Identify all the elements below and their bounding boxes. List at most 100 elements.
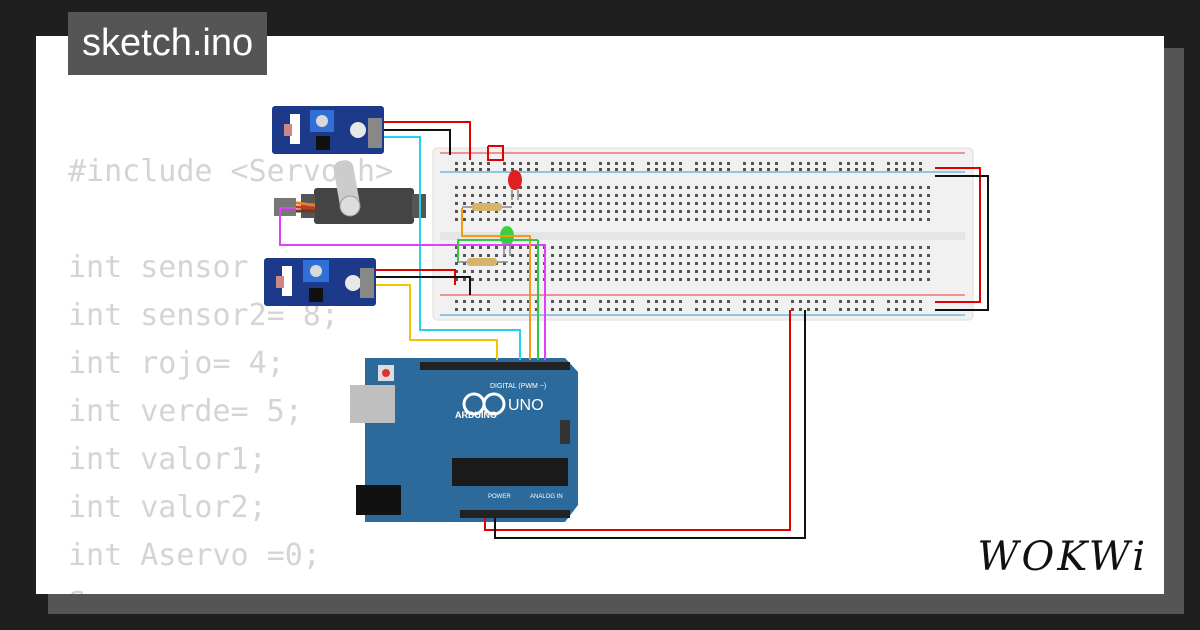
breadboard-hole xyxy=(743,308,746,311)
breadboard-hole xyxy=(543,194,546,197)
breadboard-hole xyxy=(927,262,930,265)
breadboard-hole xyxy=(807,168,810,171)
breadboard-hole xyxy=(871,278,874,281)
breadboard-hole xyxy=(735,246,738,249)
breadboard-hole xyxy=(679,278,682,281)
breadboard-hole xyxy=(799,162,802,165)
servo-motor[interactable] xyxy=(274,159,426,224)
resistor-1[interactable] xyxy=(462,203,512,211)
breadboard-hole xyxy=(679,270,682,273)
breadboard-hole xyxy=(575,168,578,171)
breadboard-hole xyxy=(759,194,762,197)
breadboard-hole xyxy=(871,270,874,273)
breadboard-hole xyxy=(759,168,762,171)
breadboard-hole xyxy=(551,162,554,165)
breadboard-hole xyxy=(583,162,586,165)
breadboard-hole xyxy=(527,270,530,273)
breadboard-hole xyxy=(655,218,658,221)
breadboard-hole xyxy=(503,262,506,265)
breadboard-hole xyxy=(807,308,810,311)
breadboard-hole xyxy=(471,246,474,249)
breadboard-hole xyxy=(863,246,866,249)
breadboard-hole xyxy=(655,186,658,189)
light-sensor-module-1[interactable] xyxy=(272,106,384,154)
breadboard-hole xyxy=(655,308,658,311)
breadboard-hole xyxy=(863,168,866,171)
breadboard-hole xyxy=(799,168,802,171)
breadboard-hole xyxy=(719,210,722,213)
breadboard-hole xyxy=(647,300,650,303)
breadboard-hole xyxy=(871,300,874,303)
breadboard-hole xyxy=(607,246,610,249)
breadboard[interactable] xyxy=(432,147,974,321)
breadboard-hole xyxy=(815,168,818,171)
breadboard-hole xyxy=(527,246,530,249)
red-led[interactable] xyxy=(508,170,522,200)
breadboard-hole xyxy=(631,246,634,249)
breadboard-hole xyxy=(503,270,506,273)
breadboard-hole xyxy=(647,210,650,213)
breadboard-hole xyxy=(631,168,634,171)
breadboard-hole xyxy=(927,186,930,189)
breadboard-hole xyxy=(879,210,882,213)
breadboard-hole xyxy=(807,194,810,197)
breadboard-hole xyxy=(479,218,482,221)
breadboard-hole xyxy=(919,246,922,249)
breadboard-hole xyxy=(719,186,722,189)
breadboard-hole xyxy=(695,186,698,189)
breadboard-hole xyxy=(455,162,458,165)
light-sensor-module-2[interactable] xyxy=(264,258,376,306)
breadboard-hole xyxy=(511,262,514,265)
breadboard-hole xyxy=(751,194,754,197)
breadboard-hole xyxy=(471,194,474,197)
resistor-2[interactable] xyxy=(458,258,508,266)
breadboard-hole xyxy=(567,202,570,205)
breadboard-hole xyxy=(567,278,570,281)
breadboard-hole xyxy=(679,300,682,303)
breadboard-hole xyxy=(671,270,674,273)
breadboard-hole xyxy=(823,270,826,273)
breadboard-hole xyxy=(791,270,794,273)
breadboard-hole xyxy=(919,210,922,213)
breadboard-hole xyxy=(479,210,482,213)
breadboard-hole xyxy=(807,254,810,257)
breadboard-hole xyxy=(775,218,778,221)
breadboard-hole xyxy=(799,202,802,205)
breadboard-hole xyxy=(519,162,522,165)
breadboard-hole xyxy=(759,300,762,303)
breadboard-hole xyxy=(903,162,906,165)
breadboard-hole xyxy=(799,246,802,249)
breadboard-hole xyxy=(839,278,842,281)
breadboard-hole xyxy=(855,254,858,257)
breadboard-hole xyxy=(903,186,906,189)
breadboard-hole xyxy=(663,308,666,311)
breadboard-hole xyxy=(583,270,586,273)
breadboard-hole xyxy=(727,218,730,221)
breadboard-hole xyxy=(863,254,866,257)
breadboard-hole xyxy=(479,194,482,197)
breadboard-hole xyxy=(799,218,802,221)
breadboard-hole xyxy=(919,202,922,205)
breadboard-hole xyxy=(487,186,490,189)
breadboard-hole xyxy=(919,186,922,189)
breadboard-hole xyxy=(591,254,594,257)
breadboard-hole xyxy=(687,246,690,249)
breadboard-hole xyxy=(647,270,650,273)
breadboard-hole xyxy=(791,210,794,213)
breadboard-hole xyxy=(511,202,514,205)
breadboard-hole xyxy=(831,254,834,257)
breadboard-hole xyxy=(647,168,650,171)
breadboard-hole xyxy=(871,194,874,197)
breadboard-hole xyxy=(559,278,562,281)
breadboard-hole xyxy=(895,270,898,273)
breadboard-hole xyxy=(535,308,538,311)
breadboard-hole xyxy=(455,278,458,281)
breadboard-hole xyxy=(583,168,586,171)
breadboard-hole xyxy=(495,210,498,213)
breadboard-hole xyxy=(927,246,930,249)
breadboard-hole xyxy=(575,278,578,281)
arduino-uno-board[interactable]: DIGITAL (PWM ~) ARDUINO UNO POWER ANALOG… xyxy=(350,358,578,522)
breadboard-hole xyxy=(519,218,522,221)
breadboard-hole xyxy=(855,270,858,273)
breadboard-hole xyxy=(583,308,586,311)
